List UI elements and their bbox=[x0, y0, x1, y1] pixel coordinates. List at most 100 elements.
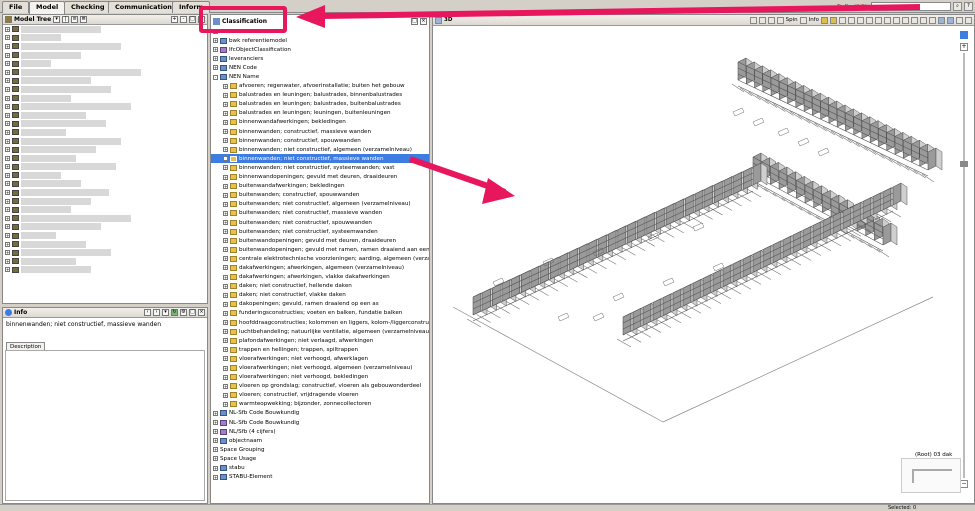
classification-item[interactable]: +balustrades en leuningen; balustrades, … bbox=[211, 100, 429, 109]
classification-item[interactable]: +vloerafwerkingen; niet verhoogd, bekled… bbox=[211, 373, 429, 382]
model-tree-row[interactable]: + bbox=[3, 120, 207, 129]
render-icon[interactable] bbox=[920, 16, 927, 24]
expand-icon[interactable]: + bbox=[223, 356, 228, 362]
spin-button[interactable]: Spin bbox=[785, 17, 798, 23]
expand-icon[interactable]: + bbox=[223, 292, 228, 298]
back-icon[interactable]: ‹ bbox=[144, 309, 151, 316]
restore-icon[interactable] bbox=[956, 16, 963, 24]
restore-icon[interactable]: □ bbox=[189, 16, 196, 23]
todo-link[interactable]: To Do (0/0) bbox=[836, 3, 867, 10]
search-input[interactable] bbox=[871, 2, 951, 11]
expand-icon[interactable]: + bbox=[213, 410, 218, 416]
undo-icon[interactable] bbox=[749, 16, 757, 24]
mini-map[interactable] bbox=[901, 458, 961, 493]
model-tree-row[interactable]: + bbox=[3, 171, 207, 180]
classification-item[interactable]: +buitenwanden; niet constructief, systee… bbox=[211, 227, 429, 236]
model-tree-row[interactable]: + bbox=[3, 214, 207, 223]
classification-item[interactable]: +buitenwandafwerkingen; bekledingen bbox=[211, 182, 429, 191]
model-tree-row[interactable]: + bbox=[3, 51, 207, 60]
expand-icon[interactable]: + bbox=[5, 207, 10, 213]
model-tree-row[interactable]: + bbox=[3, 42, 207, 51]
classification-group[interactable]: +stabu bbox=[211, 464, 429, 473]
expand-icon[interactable]: + bbox=[5, 198, 10, 204]
help-icon[interactable]: ? bbox=[964, 2, 973, 11]
classification-group[interactable]: +Space Grouping bbox=[211, 445, 429, 454]
expand-icon[interactable]: + bbox=[223, 101, 228, 107]
classification-group[interactable]: +Space Usage bbox=[211, 454, 429, 463]
classification-group[interactable]: +leveranciers bbox=[211, 54, 429, 63]
expand-icon[interactable]: + bbox=[223, 338, 228, 344]
expand-all-icon[interactable]: - bbox=[180, 16, 187, 23]
list-icon[interactable]: ≣ bbox=[80, 16, 88, 23]
expand-icon[interactable]: + bbox=[223, 174, 228, 180]
expand-icon[interactable]: + bbox=[213, 474, 218, 480]
classification-item[interactable]: +binnenwanden; niet constructief, massie… bbox=[211, 154, 429, 164]
expand-icon[interactable]: + bbox=[5, 86, 10, 92]
classification-item[interactable]: +binnenwandopeningen; gevuld met deuren,… bbox=[211, 173, 429, 182]
tab-communication[interactable]: Communication bbox=[108, 1, 179, 13]
expand-icon[interactable]: + bbox=[223, 165, 228, 171]
side-tool-icon[interactable] bbox=[960, 31, 968, 39]
classification-group[interactable]: +bwk referentiemodel bbox=[211, 36, 429, 45]
expand-icon[interactable]: + bbox=[5, 52, 10, 58]
classification-item[interactable]: +buitenwandopeningen; gevuld met ramen, … bbox=[211, 245, 429, 254]
expand-icon[interactable]: + bbox=[223, 156, 228, 162]
classification-item[interactable]: +binnenwanden; niet constructief, systee… bbox=[211, 163, 429, 172]
model-tree-row[interactable]: + bbox=[3, 197, 207, 206]
expand-icon[interactable]: + bbox=[223, 183, 228, 189]
classification-item[interactable]: +buitenwanden; niet constructief, massie… bbox=[211, 209, 429, 218]
model-tree-row[interactable]: + bbox=[3, 231, 207, 240]
model-tree-row[interactable]: + bbox=[3, 163, 207, 172]
model-tree-row[interactable]: + bbox=[3, 59, 207, 68]
model-tree-row[interactable]: + bbox=[3, 266, 207, 275]
expand-icon[interactable]: + bbox=[223, 129, 228, 135]
classification-group[interactable]: -NEN Name bbox=[211, 72, 429, 81]
pan-icon[interactable] bbox=[902, 16, 909, 24]
classification-item[interactable]: +trappen en hellingen; trappen, spiltrap… bbox=[211, 345, 429, 354]
classification-group[interactable]: +NEN Code bbox=[211, 63, 429, 72]
expand-icon[interactable]: + bbox=[5, 190, 10, 196]
classification-group[interactable]: +NL-Sfb Code Bouwkundig bbox=[211, 409, 429, 418]
expand-icon[interactable]: + bbox=[5, 155, 10, 161]
sync-icon[interactable]: ↻ bbox=[171, 309, 178, 316]
model-tree-row[interactable]: + bbox=[3, 111, 207, 120]
camera-icon[interactable] bbox=[866, 16, 873, 24]
layers-icon[interactable]: ≡ bbox=[71, 16, 79, 23]
expand-icon[interactable]: + bbox=[5, 43, 10, 49]
model-tree-row[interactable]: + bbox=[3, 77, 207, 86]
home-icon[interactable] bbox=[767, 16, 775, 24]
expand-icon[interactable]: + bbox=[223, 229, 228, 235]
pin-icon[interactable]: | bbox=[62, 16, 70, 23]
expand-icon[interactable]: + bbox=[213, 38, 218, 44]
spin-icon[interactable] bbox=[776, 16, 784, 24]
tab-checking[interactable]: Checking bbox=[64, 1, 112, 13]
expand-icon[interactable]: + bbox=[223, 201, 228, 207]
zoom-handle[interactable] bbox=[960, 161, 968, 167]
zoom-plus-icon[interactable]: + bbox=[960, 43, 968, 51]
expand-icon[interactable]: + bbox=[5, 147, 10, 153]
classification-item[interactable]: +balustrades en leuningen; leuningen, bu… bbox=[211, 109, 429, 118]
classification-item[interactable]: +binnenwandafwerkingen; bekledingen bbox=[211, 118, 429, 127]
expand-icon[interactable]: + bbox=[223, 265, 228, 271]
classification-item[interactable]: +vloerafwerkingen; niet verhoogd, algeme… bbox=[211, 363, 429, 372]
close-icon[interactable]: × bbox=[420, 17, 427, 25]
expand-icon[interactable]: + bbox=[223, 374, 228, 380]
info-tool-icon[interactable] bbox=[799, 16, 807, 24]
expand-icon[interactable]: + bbox=[5, 181, 10, 187]
expand-icon[interactable]: + bbox=[5, 172, 10, 178]
zoom-out-icon[interactable] bbox=[884, 16, 891, 24]
expand-icon[interactable]: + bbox=[223, 274, 228, 280]
expand-icon[interactable]: + bbox=[5, 69, 10, 75]
expand-icon[interactable]: + bbox=[5, 61, 10, 67]
model-tree-row[interactable]: + bbox=[3, 248, 207, 257]
classification-item[interactable]: +balustrades en leuningen; balustrades, … bbox=[211, 91, 429, 100]
section-icon[interactable] bbox=[830, 16, 837, 24]
zoom-in-icon[interactable] bbox=[875, 16, 882, 24]
expand-icon[interactable]: + bbox=[223, 119, 228, 125]
expand-icon[interactable]: + bbox=[5, 112, 10, 118]
expand-icon[interactable]: + bbox=[223, 83, 228, 89]
model-tree-row[interactable]: + bbox=[3, 223, 207, 232]
expand-icon[interactable]: + bbox=[223, 401, 228, 407]
model-tree-row[interactable]: + bbox=[3, 68, 207, 77]
model-tree-row[interactable]: + bbox=[3, 94, 207, 103]
